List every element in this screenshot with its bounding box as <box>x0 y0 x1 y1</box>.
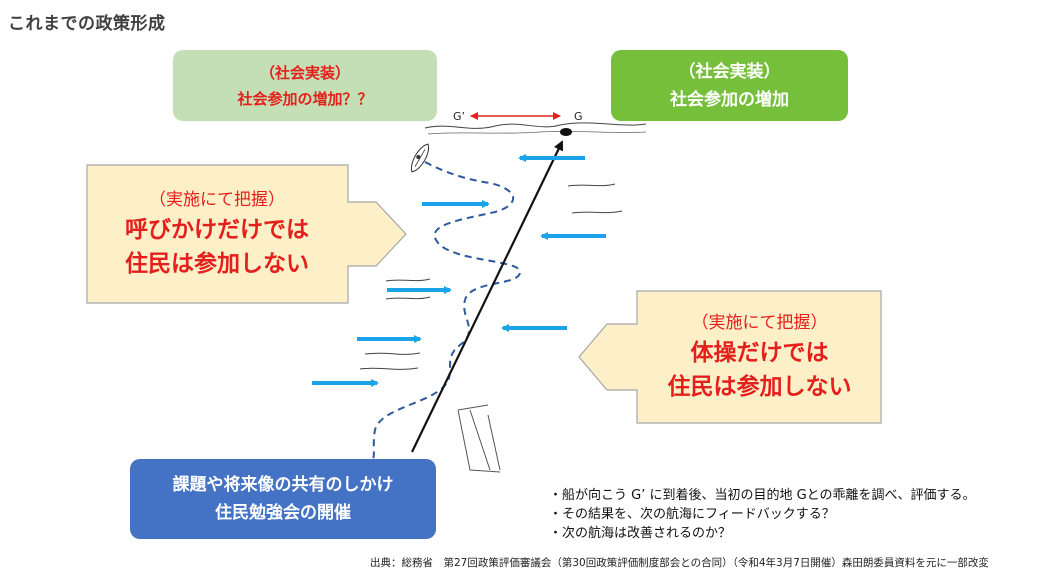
bullet-item: ・船が向こう G’ に到着後、当初の目的地 Gとの乖離を調べ、評価する。 <box>549 488 976 503</box>
box-heading: （社会実装） <box>259 63 350 82</box>
social-impl-uncertain-box: （社会実装） 社会参加の増加？？ <box>173 50 437 121</box>
bullet-item: ・その結果を、次の航海にフィードバックする？ <box>549 507 835 522</box>
box-text: 社会参加の増加？？ <box>237 89 373 108</box>
current-line <box>567 183 616 187</box>
far-shore-line <box>424 122 647 129</box>
callout-sub: （実施にて把握） <box>691 313 828 333</box>
callout-right: （実施にて把握） 体操だけでは 住民は参加しない <box>577 290 882 424</box>
callout-sub: （実施にて把握） <box>149 190 285 210</box>
label-g: G <box>574 110 583 123</box>
current-line <box>359 367 419 370</box>
current-line <box>385 278 431 282</box>
callout-main: 住民は参加しない <box>125 251 309 277</box>
near-shore-sketch <box>457 404 501 473</box>
current-line <box>385 296 431 300</box>
callout-left: （実施にて把握） 呼びかけだけでは 住民は参加しない <box>86 164 408 304</box>
callout-main: 住民は参加しない <box>667 374 852 400</box>
source-citation: 出典：総務省 第27回政策評価審議会（第30回政策評価制度部会との合同）（令和4… <box>370 557 989 569</box>
boat-icon <box>410 143 430 173</box>
actual-course-dashed <box>371 161 522 463</box>
target-boat <box>560 128 572 136</box>
label-g-prime: G’ <box>453 110 465 123</box>
box-text: 住民勉強会の開催 <box>215 503 351 523</box>
current-line <box>364 352 421 355</box>
callout-main: 体操だけでは <box>690 340 829 366</box>
callout-main: 呼びかけだけでは <box>125 217 309 243</box>
social-impl-box: （社会実装） 社会参加の増加 <box>611 50 848 121</box>
far-shore-line-2 <box>427 131 647 135</box>
box-heading: （社会実装） <box>678 61 781 82</box>
box-text: 課題や将来像の共有のしかけ <box>172 475 394 495</box>
box-text: 社会参加の増加 <box>670 89 789 110</box>
planned-course-arrow <box>411 140 564 453</box>
page-title: これまでの政策形成 <box>8 14 166 34</box>
current-line <box>571 210 623 214</box>
bullet-list: ・船が向こう G’ に到着後、当初の目的地 Gとの乖離を調べ、評価する。 ・その… <box>549 486 976 543</box>
study-session-box: 課題や将来像の共有のしかけ 住民勉強会の開催 <box>130 459 436 539</box>
bullet-item: ・次の航海は改善されるのか？ <box>549 526 732 541</box>
